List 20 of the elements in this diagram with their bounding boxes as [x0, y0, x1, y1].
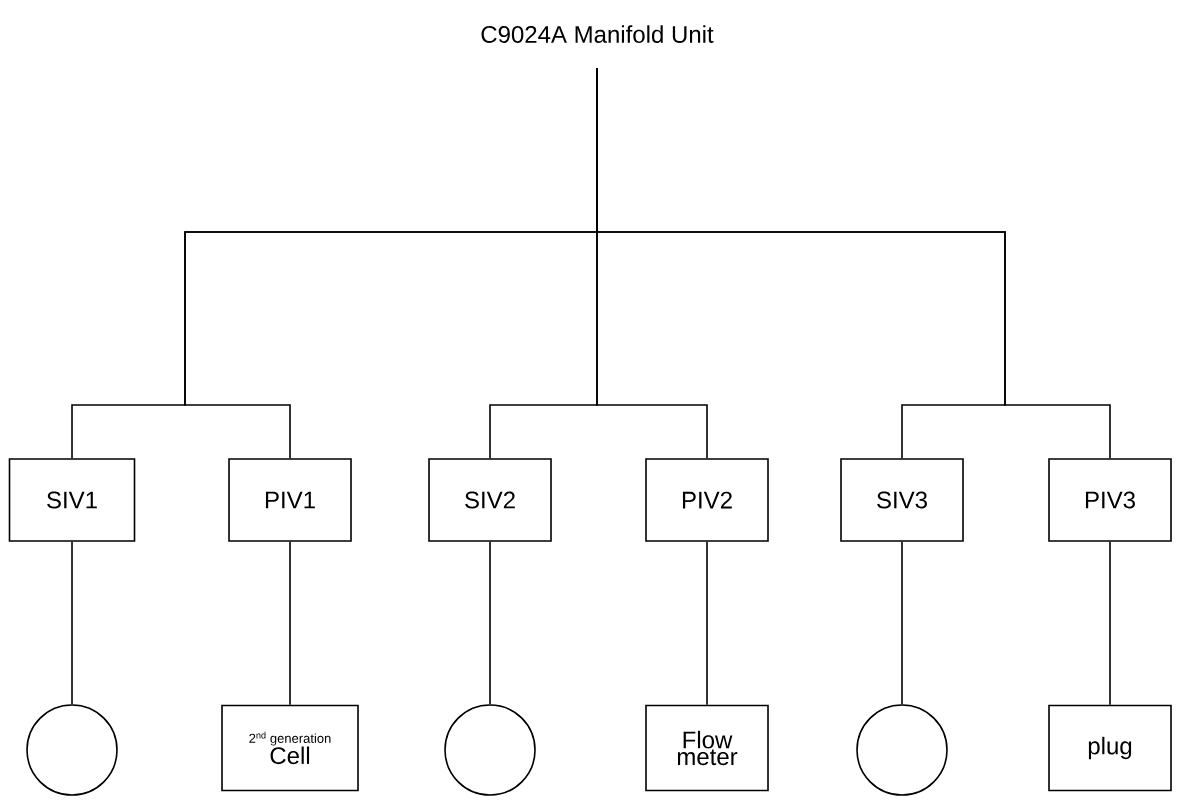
component-box: PIV1: [228, 458, 352, 542]
component-box: SIV3: [840, 458, 964, 542]
connector-line: [596, 67, 1111, 459]
component-box: Flow meter: [645, 704, 769, 792]
circle: [26, 704, 118, 796]
component-box: SIV2: [428, 458, 552, 542]
connector-line: [289, 541, 291, 706]
component-box: 2$^{nd}$ generation Cell: [221, 704, 359, 792]
component-box: PIV2: [645, 458, 769, 542]
component-box: PIV3: [1048, 458, 1172, 542]
circle: [444, 704, 536, 796]
connector-line: [901, 541, 903, 705]
component-box: SIV1: [8, 458, 136, 542]
component-box: plug: [1048, 704, 1172, 792]
title: C9024A Manifold Unit: [481, 25, 714, 43]
circle: [856, 704, 948, 796]
connector-line: [1109, 541, 1111, 706]
connector-line: [71, 541, 73, 705]
connector-line: [489, 541, 491, 705]
connector-line: [706, 541, 708, 706]
